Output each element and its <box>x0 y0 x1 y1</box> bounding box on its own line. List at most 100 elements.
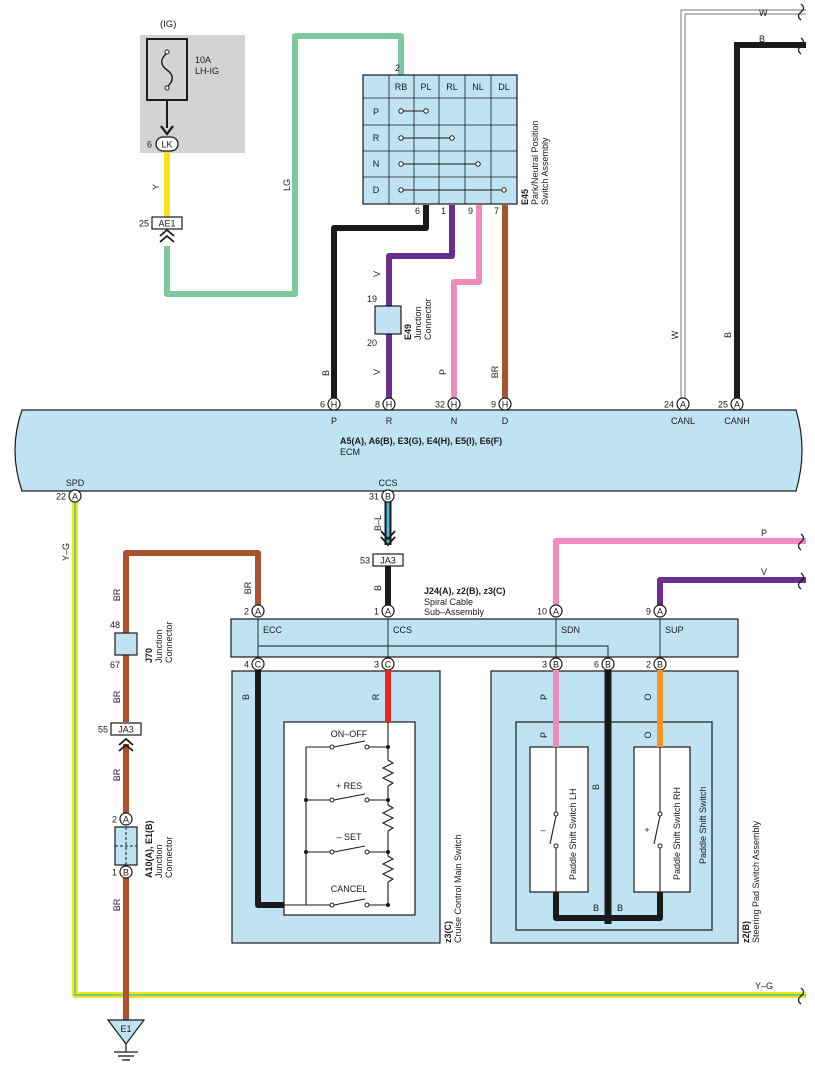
ground-symbol <box>106 1019 146 1045</box>
wire-label-b-vert: B <box>723 332 733 338</box>
wire-label-b-top: B <box>759 34 765 44</box>
svg-text:22: 22 <box>56 492 66 502</box>
cruise-switch-set: – SET <box>336 832 362 842</box>
ecm-title: A5(A), A6(B), E3(G), E4(H), E5(I), E6(F) <box>340 436 502 446</box>
wire-label-yg-horiz: Y–G <box>755 981 773 991</box>
svg-text:H: H <box>502 400 509 410</box>
wire-label-br-2: BR <box>112 690 122 703</box>
svg-text:1: 1 <box>112 868 117 878</box>
svg-text:A: A <box>680 400 686 410</box>
e45-row-1: R <box>373 133 380 143</box>
ae1-pin: 25 <box>139 219 149 229</box>
svg-text:A: A <box>72 492 78 502</box>
ja3-top-pin: 53 <box>360 556 370 566</box>
paddle-code: z2(B) <box>741 921 751 943</box>
spiral-pin-c4: C 4 <box>244 657 265 671</box>
ecm-pin-n: H 32 N <box>435 397 461 426</box>
e45-name-2: Switch Assembly <box>540 137 550 205</box>
svg-text:9: 9 <box>646 607 651 617</box>
wire-label-r-cruise: R <box>371 693 381 700</box>
j70-name-2: Connector <box>164 621 174 663</box>
j70-name-1: Junction <box>154 629 164 663</box>
e45-code: E45 <box>520 189 530 205</box>
e45-row-3: D <box>373 185 380 195</box>
ecm-pin-ccs: CCS B 31 <box>369 478 398 503</box>
a10-name-1: Junction <box>154 844 164 878</box>
a10-pin-top: A 2 <box>112 812 133 826</box>
e45-col-2: RL <box>446 82 458 92</box>
svg-text:2: 2 <box>646 660 651 670</box>
svg-text:2: 2 <box>244 607 249 617</box>
lk-pin: 6 <box>147 140 152 150</box>
e45-col-3: NL <box>472 82 484 92</box>
paddle-rh-plus: + <box>644 825 649 835</box>
j70-pin-top: 48 <box>110 620 120 630</box>
spiral-pin-b2: B 2 <box>646 657 667 671</box>
svg-text:A: A <box>385 607 391 617</box>
wire-label-br-3: BR <box>112 768 122 781</box>
e49-pin-bottom: 20 <box>367 338 377 348</box>
svg-text:25: 25 <box>718 400 728 410</box>
cruise-name: Cruise Control Main Switch <box>453 834 463 943</box>
svg-text:CCS: CCS <box>393 625 412 635</box>
svg-text:SUP: SUP <box>665 625 684 635</box>
spiral-pin-b6: B 6 <box>594 657 615 671</box>
svg-text:SPD: SPD <box>66 478 85 488</box>
wire-label-y: Y <box>151 184 161 190</box>
ja3-connector-top <box>372 553 404 567</box>
lk-label: LK <box>161 140 172 150</box>
spiral-pin-ccs: A 1 CCS <box>374 604 412 635</box>
svg-text:24: 24 <box>664 400 674 410</box>
svg-text:R: R <box>386 416 393 426</box>
wire-label-br-4: BR <box>112 898 122 911</box>
e45-switch-box <box>362 74 518 205</box>
fuse-name: LH-IG <box>195 66 219 76</box>
svg-text:A: A <box>657 607 663 617</box>
svg-text:B: B <box>605 660 611 670</box>
wire-label-w-top: W <box>759 8 768 18</box>
paddle-group-label: Paddle Shift Switch <box>698 786 708 864</box>
wire-label-v-lower: V <box>372 369 382 375</box>
j70-pin-bottom: 67 <box>110 660 120 670</box>
wire-label-p-n: P <box>438 369 448 375</box>
fuse-supply-label: (IG) <box>160 19 176 30</box>
paddle-lh-box <box>529 746 589 893</box>
svg-text:CCS: CCS <box>378 478 397 488</box>
e49-name-2: Connector <box>423 298 433 340</box>
ecm-pin-spd: SPD A 22 <box>56 478 85 503</box>
spiral-cable-block <box>230 618 739 658</box>
wire-label-b-paddle-r: B <box>617 903 623 913</box>
svg-text:3: 3 <box>374 660 379 670</box>
wire-label-lg: LG <box>282 179 292 191</box>
svg-text:6: 6 <box>594 660 599 670</box>
e49-junction <box>374 305 402 335</box>
e45-col-0: RB <box>395 82 408 92</box>
svg-text:31: 31 <box>369 492 379 502</box>
j70-junction <box>114 632 138 656</box>
svg-text:A: A <box>123 815 129 825</box>
ae1-label: AE1 <box>158 219 175 229</box>
wire-label-o-paddle-1: O <box>643 693 653 700</box>
spiral-name-1: Spiral Cable <box>424 597 473 607</box>
e45-pin-b1: 1 <box>441 206 446 216</box>
wire-label-v-right: V <box>761 567 767 577</box>
svg-text:B: B <box>385 492 391 502</box>
wire-label-w-vert: W <box>670 330 680 339</box>
e45-col-1: PL <box>420 82 431 92</box>
a10-pin-bottom: B 1 <box>112 865 133 879</box>
svg-text:H: H <box>386 400 393 410</box>
svg-text:CANH: CANH <box>724 416 750 426</box>
wire-label-p-paddle-1: P <box>539 694 549 700</box>
e45-name-1: Park/Neutral Position <box>530 120 540 205</box>
wire-label-b-cruise: B <box>241 694 251 700</box>
svg-text:6: 6 <box>320 400 325 410</box>
spiral-title: J24(A), z2(B), z3(C) <box>424 586 506 596</box>
paddle-rh-label: Paddle Shift Switch RH <box>672 787 682 880</box>
e49-pin-top: 19 <box>367 294 377 304</box>
wire-label-b-paddle: B <box>591 784 601 790</box>
j70-code: J70 <box>144 648 154 663</box>
svg-text:SDN: SDN <box>561 625 580 635</box>
lk-connector <box>155 136 179 152</box>
e45-pin-top: 2 <box>395 63 400 73</box>
